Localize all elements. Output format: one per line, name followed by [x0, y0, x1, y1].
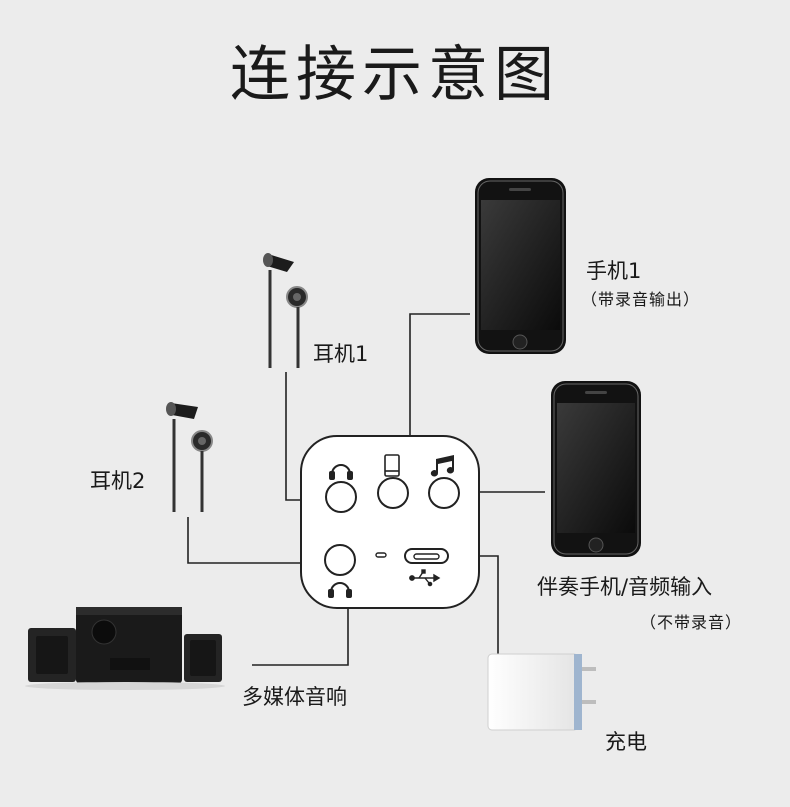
phone2-note: （不带录音）	[640, 613, 743, 632]
speaker-image	[25, 607, 225, 690]
charger-image	[487, 653, 596, 731]
earphone1-label: 耳机1	[313, 342, 369, 366]
line-earphone2	[187, 517, 322, 564]
line-phone1	[409, 313, 470, 495]
port-earphone2	[324, 544, 356, 576]
headphone-icon	[329, 464, 353, 480]
music-note-icon	[430, 455, 455, 477]
led-indicator	[375, 552, 387, 558]
earphone1-image	[263, 253, 308, 368]
charger-label: 充电	[605, 730, 647, 754]
usb-icon	[409, 569, 441, 587]
phone1-image	[475, 178, 566, 354]
phone1-label: 手机1	[586, 259, 642, 283]
line-speaker	[252, 600, 349, 666]
headphone-icon	[328, 582, 352, 598]
phone2-image	[551, 381, 641, 557]
earphone2-label: 耳机2	[90, 469, 146, 493]
micro-usb-port	[404, 548, 449, 564]
earphone2-image	[166, 402, 213, 512]
speaker-label: 多媒体音响	[242, 685, 347, 709]
phone1-note: （带录音输出）	[581, 290, 701, 309]
page-title: 连接示意图	[230, 40, 560, 110]
phone2-label: 伴奏手机/音频输入	[537, 575, 713, 599]
connection-lines	[187, 313, 545, 666]
adapter-device	[300, 435, 480, 609]
phone-icon	[384, 454, 400, 477]
port-phone2	[428, 477, 460, 509]
port-phone1	[377, 477, 409, 509]
port-earphone1	[325, 481, 357, 513]
